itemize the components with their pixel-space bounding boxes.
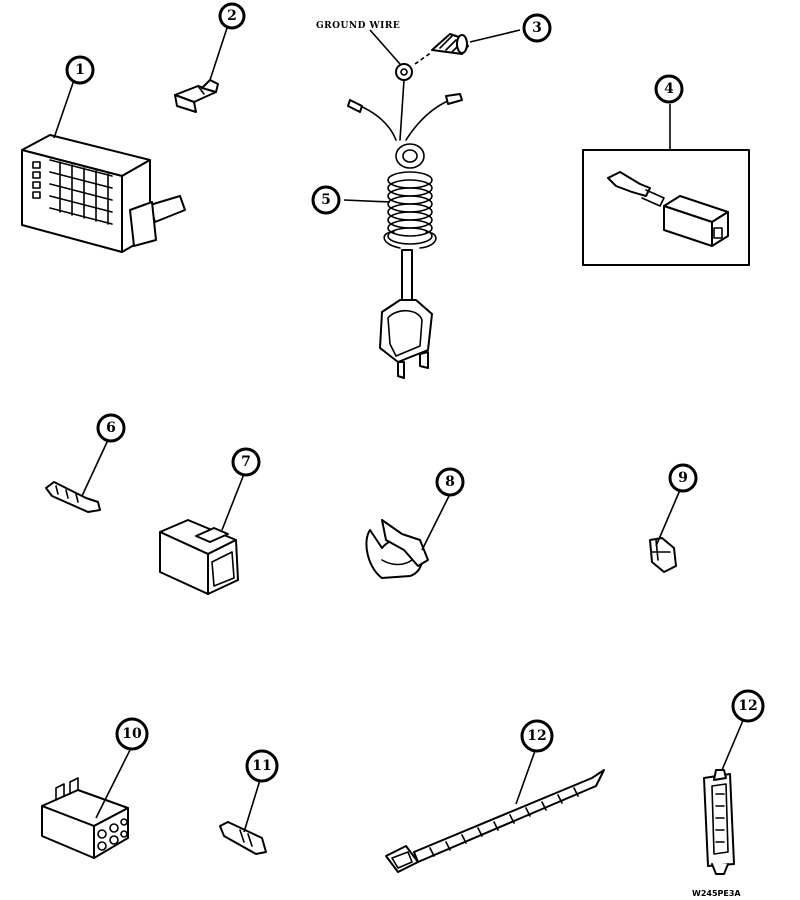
callout-5: 5: [311, 185, 341, 215]
callout-1: 1: [65, 55, 95, 85]
svg-text:9: 9: [678, 470, 688, 486]
part-12-mounting-clip: [703, 769, 735, 875]
part-2-terminal-clip: [174, 79, 219, 113]
part-7-connector-housing: [159, 519, 239, 595]
svg-text:12: 12: [527, 728, 546, 744]
svg-text:5: 5: [321, 192, 331, 208]
callout-9: 9: [668, 463, 698, 493]
part-8-cable-clip: [365, 519, 429, 579]
svg-text:1: 1: [75, 62, 85, 78]
callout-3: 3: [522, 13, 552, 43]
callout-2: 2: [218, 2, 246, 30]
callout-8: 8: [435, 467, 465, 497]
callout-10: 10: [115, 717, 149, 751]
callout-12-tie: 12: [520, 719, 554, 753]
svg-text:7: 7: [241, 454, 251, 470]
part-1-connector-block: [21, 134, 186, 253]
callout-4: 4: [654, 74, 684, 104]
part-9-small-clip: [649, 537, 677, 573]
svg-text:2: 2: [227, 8, 237, 24]
drawing-number: W245PE3A: [692, 889, 741, 898]
part-11-pin-terminal: [219, 821, 267, 855]
svg-text:8: 8: [445, 474, 455, 490]
part-12-cable-tie: [385, 769, 605, 873]
part-3-ground-screw: [431, 33, 469, 55]
part-4-terminal-kit: [582, 149, 750, 266]
svg-text:3: 3: [532, 20, 542, 36]
svg-text:6: 6: [106, 420, 116, 436]
callout-12-clip: 12: [731, 689, 765, 723]
part-5-power-cord: [347, 63, 463, 379]
svg-text:12: 12: [738, 698, 757, 714]
part-10-six-pin-plug: [41, 777, 129, 859]
svg-text:10: 10: [122, 726, 142, 742]
callout-6: 6: [96, 413, 126, 443]
svg-text:4: 4: [664, 81, 674, 97]
svg-text:11: 11: [252, 758, 271, 774]
part-6-wire-terminal: [45, 481, 101, 513]
callout-11: 11: [245, 749, 279, 783]
ground-wire-label: GROUND WIRE: [316, 21, 400, 31]
callout-7: 7: [231, 447, 261, 477]
